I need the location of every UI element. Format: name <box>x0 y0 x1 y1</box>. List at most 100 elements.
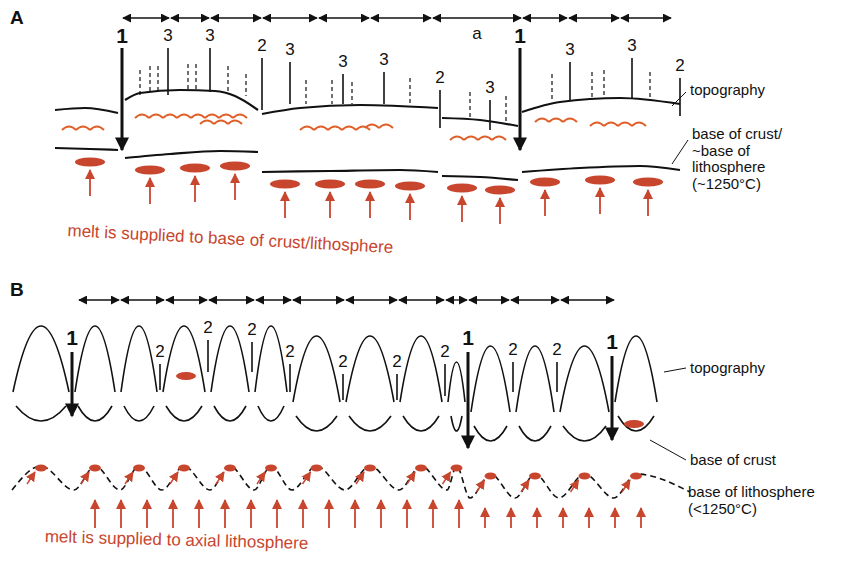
major-fault-arrow <box>467 352 470 448</box>
topography-ridge <box>516 346 554 412</box>
callout-number: 3 <box>204 27 215 46</box>
spacing-arrow <box>166 299 207 300</box>
melt-supply-arrow <box>461 196 463 222</box>
melt-supply-arrow <box>250 500 252 528</box>
base-of-lithosphere-line <box>12 466 690 498</box>
callout-number: a <box>471 25 482 44</box>
callout-number: 1 <box>461 326 475 349</box>
melt-focus-arrow <box>125 472 133 484</box>
topography-ridge <box>211 326 249 392</box>
topography-ridge <box>75 326 115 392</box>
melt-supply-arrow <box>406 500 408 528</box>
leader-line <box>672 92 686 106</box>
melt-pod <box>311 465 323 472</box>
spacing-arrow <box>211 17 261 18</box>
fault-line <box>512 362 514 392</box>
leader-line <box>664 368 686 372</box>
melt-focus-arrow <box>303 472 311 484</box>
melt-pod <box>415 465 427 472</box>
melt-focus-arrow <box>571 480 579 492</box>
melt-pod <box>633 178 663 187</box>
major-fault-arrow <box>121 48 124 150</box>
base-of-crust-line <box>403 416 439 431</box>
layer-label: topography <box>690 82 765 99</box>
callout-number: 2 <box>391 353 402 372</box>
base-of-crust-line <box>166 406 202 421</box>
layer-label: base of crust/ ~base of lithosphere (~12… <box>692 126 798 192</box>
melt-supply-arrow <box>499 198 501 224</box>
spacing-arrow <box>256 299 291 300</box>
spacing-arrow <box>319 17 369 18</box>
melt-pod <box>133 465 145 472</box>
melt-pod <box>485 473 497 480</box>
melt-supply-arrow <box>510 508 512 528</box>
topography-ridge <box>255 326 287 392</box>
fault-line <box>159 364 161 390</box>
callout-number: 2 <box>154 343 165 362</box>
melt-pod <box>176 372 196 380</box>
base-of-crust-line <box>522 166 680 172</box>
callout-number: 2 <box>434 69 445 88</box>
base-of-crust-line <box>349 416 391 431</box>
callout-number: 2 <box>439 343 450 362</box>
incipient-fault <box>149 66 150 94</box>
spacing-arrow <box>511 299 559 300</box>
callout-number: 2 <box>674 57 685 76</box>
crustal-melt-lens <box>135 115 247 119</box>
melt-pod <box>451 465 463 472</box>
melt-supply-arrow <box>284 192 286 218</box>
melt-pod <box>220 162 250 171</box>
melt-supply-arrow <box>354 500 356 528</box>
spacing-arrow <box>263 17 317 18</box>
melt-supply-arrow <box>562 508 564 528</box>
spacing-arrow <box>621 17 671 18</box>
base-of-crust-line <box>55 148 118 150</box>
base-of-crust-line <box>78 406 112 421</box>
crustal-melt-lens <box>590 123 646 127</box>
base-of-crust-line <box>124 406 154 421</box>
melt-supply-arrow <box>614 508 616 528</box>
melt-annotation: melt is supplied to axial lithosphere <box>45 528 309 554</box>
melt-pod <box>485 186 515 195</box>
spacing-arrow <box>433 17 521 18</box>
melt-supply-arrow <box>276 500 278 528</box>
topography-ridge <box>560 346 609 412</box>
melt-supply-arrow <box>647 190 649 216</box>
melt-pod <box>178 465 190 472</box>
base-of-crust-line <box>214 406 246 421</box>
spacing-arrow <box>569 17 619 18</box>
incipient-fault <box>227 66 228 92</box>
melt-supply-arrow <box>149 178 151 204</box>
layer-label: topography <box>690 360 765 377</box>
melt-supply-arrow <box>94 500 96 528</box>
callout-number: 2 <box>202 319 213 338</box>
melt-pod <box>75 158 105 167</box>
base-of-crust-line <box>125 151 258 158</box>
base-of-crust-line <box>563 426 606 441</box>
melt-pod <box>447 184 477 193</box>
fault-line <box>569 62 571 100</box>
melt-supply-arrow <box>89 170 91 196</box>
melt-supply-arrow <box>146 500 148 528</box>
melt-supply-arrow <box>544 190 546 216</box>
fault-line <box>261 58 263 110</box>
incipient-fault <box>187 64 188 92</box>
melt-focus-arrow <box>622 480 630 492</box>
melt-supply-arrow <box>329 192 331 218</box>
melt-supply-arrow <box>172 500 174 528</box>
base-of-crust-line <box>474 426 507 441</box>
melt-focus-arrow <box>443 472 451 484</box>
fault-line <box>439 90 441 128</box>
panel-letter: A <box>10 8 24 29</box>
melt-focus-arrow <box>81 472 89 484</box>
topography-ridge <box>400 336 442 402</box>
melt-supply-arrow <box>409 194 411 220</box>
fault-line <box>207 340 209 372</box>
incipient-fault <box>195 64 196 92</box>
callout-number: 3 <box>284 41 295 60</box>
callout-number: 2 <box>256 37 267 56</box>
callout-number: 1 <box>513 24 527 47</box>
base-of-crust-line <box>519 426 551 441</box>
melt-focus-arrow <box>407 472 415 484</box>
base-of-crust-line <box>451 416 462 431</box>
